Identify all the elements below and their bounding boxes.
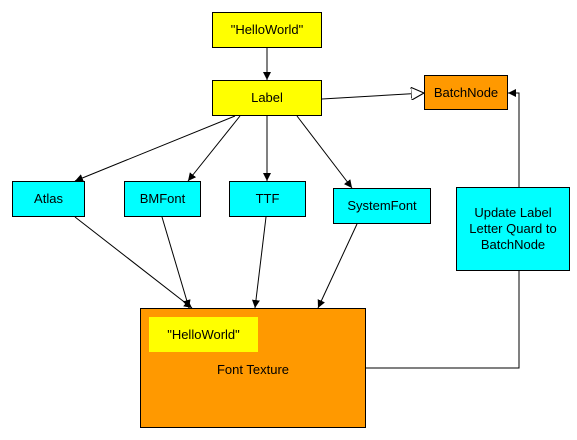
node-helloworld-inner-label: "HelloWorld": [167, 326, 240, 342]
node-systemfont-label: SystemFont: [347, 198, 417, 213]
node-atlas-label: Atlas: [34, 191, 63, 206]
node-bmfont: BMFont: [124, 181, 201, 217]
node-label: Label: [212, 80, 322, 116]
edge-systemfont-to-font-texture: [317, 223, 358, 309]
node-helloworld-top: "HelloWorld": [212, 12, 322, 48]
node-label-label: Label: [251, 90, 283, 105]
node-font-texture-label: Font Texture: [216, 362, 290, 377]
node-update-label: Update Label Letter Quard to BatchNode: [456, 187, 570, 271]
edge-label-to-batchnode: [321, 93, 424, 99]
node-font-texture: Font Texture "HelloWorld": [140, 308, 366, 428]
edge-ttf-to-font-texture: [251, 216, 267, 309]
edge-label-to-atlas: [74, 115, 236, 182]
node-atlas: Atlas: [12, 181, 85, 217]
node-helloworld-top-label: "HelloWorld": [230, 22, 304, 37]
edge-atlas-to-font-texture: [74, 216, 193, 309]
node-update-line-1: Update Label: [474, 205, 552, 220]
node-ttf-label: TTF: [255, 191, 280, 206]
node-helloworld-inner: "HelloWorld": [149, 317, 258, 352]
node-update-line-2: Letter Quard to: [469, 221, 557, 236]
node-systemfont: SystemFont: [333, 188, 431, 224]
edge-bmfont-to-font-texture: [161, 216, 191, 309]
node-ttf: TTF: [229, 181, 306, 217]
node-bmfont-label: BMFont: [139, 191, 186, 206]
node-update-line-3: BatchNode: [480, 237, 546, 252]
edge-label-to-systemfont: [296, 115, 353, 189]
node-batchnode: BatchNode: [424, 75, 508, 110]
node-batchnode-label: BatchNode: [433, 84, 499, 100]
edge-label-to-bmfont: [187, 115, 241, 182]
